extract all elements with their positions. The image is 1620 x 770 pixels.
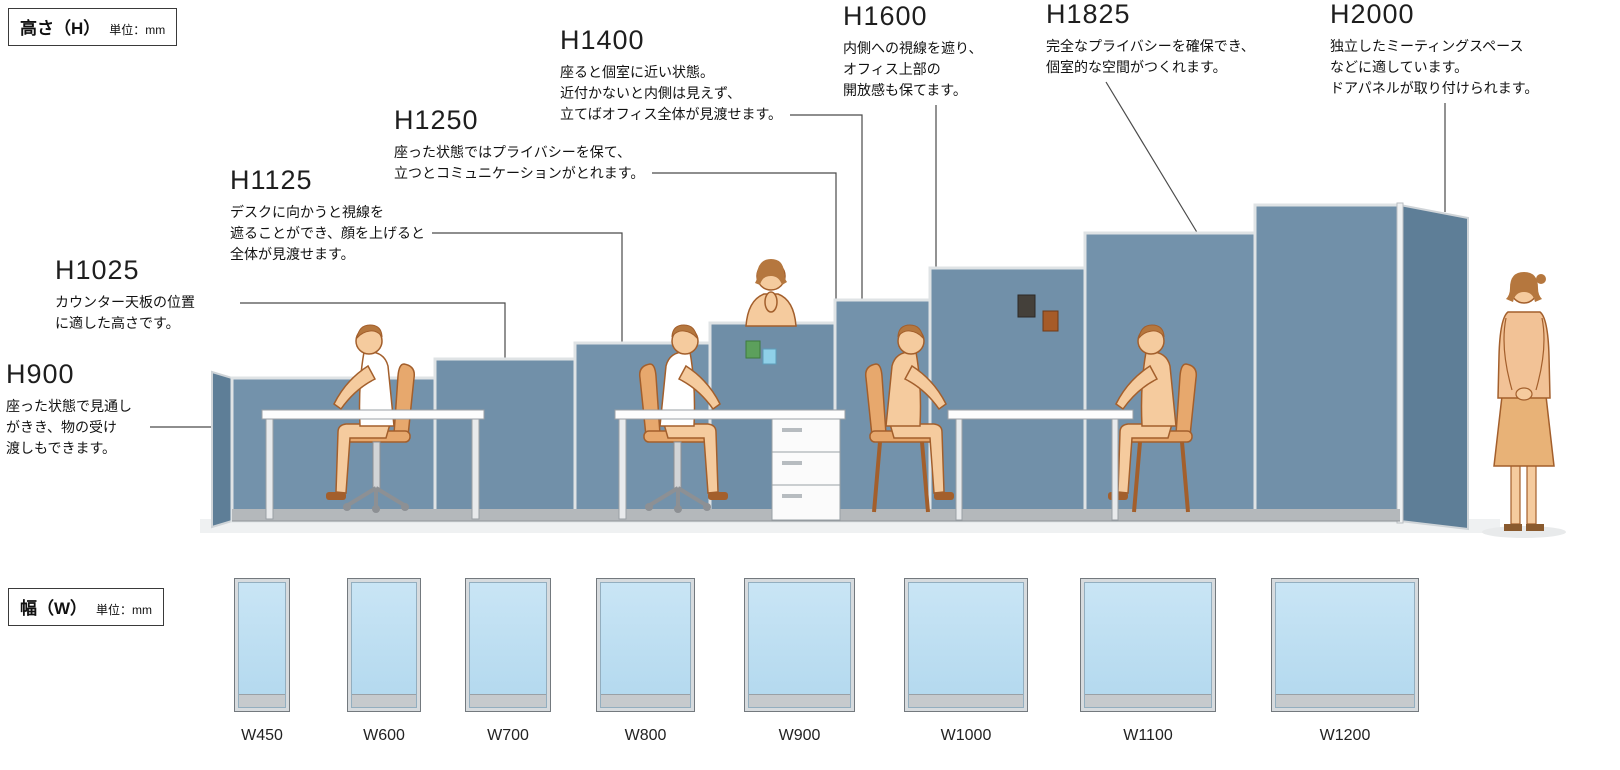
height-code: H1250 xyxy=(394,105,479,135)
panel-frame xyxy=(1080,578,1216,712)
height-description: 座った状態ではプライバシーを保て、 立つとコミュニケーションがとれます。 xyxy=(394,143,645,181)
panel-baseboard xyxy=(909,694,1023,707)
height-item-h900: H900 座った状態で見通し がきき、物の受け 渡しもできます。 xyxy=(6,359,132,459)
panel-baseboard xyxy=(239,694,285,707)
height-code: H1025 xyxy=(55,255,140,285)
panel-frame xyxy=(347,578,421,712)
height-description: 独立したミーティングスペース などに適しています。 ドアパネルが取り付けられます… xyxy=(1330,37,1539,96)
leader-h1250 xyxy=(652,172,837,324)
panel-fabric xyxy=(469,582,547,708)
panel-baseboard xyxy=(749,694,850,707)
panel-fabric xyxy=(1084,582,1212,708)
partition-wall xyxy=(211,202,1469,531)
width-panel-w1100: W1100 xyxy=(1080,578,1216,745)
height-item-h1400: H1400 座ると個室に近い状態。 近付かないと内側は見えず、 立てばオフィス全… xyxy=(560,25,783,125)
height-section-unit: 単位：mm xyxy=(109,23,166,37)
leader-h1125 xyxy=(432,232,623,344)
width-label: W900 xyxy=(778,727,821,744)
meeting-table xyxy=(947,409,1134,521)
width-label: W1100 xyxy=(1123,727,1173,744)
panel-frame xyxy=(904,578,1028,712)
height-item-h1250: H1250 座った状態ではプライバシーを保て、 立つとコミュニケーションがとれま… xyxy=(394,105,645,184)
width-section-title: 幅（W） xyxy=(20,599,88,618)
standing-person-behind-panel xyxy=(745,259,797,327)
panel-corner-post xyxy=(1396,202,1404,524)
partition-panel-h2000 xyxy=(1253,203,1402,523)
height-code: H2000 xyxy=(1330,0,1415,29)
standing-woman-right xyxy=(1482,272,1566,538)
height-description: カウンター天板の位置 に適した高さです。 xyxy=(55,293,195,331)
width-label: W800 xyxy=(624,727,667,744)
height-item-h2000: H2000 独立したミーティングスペース などに適しています。 ドアパネルが取り… xyxy=(1330,0,1538,99)
panel-frame xyxy=(465,578,551,712)
panel-fabric xyxy=(748,582,851,708)
width-panel-w700: W700 xyxy=(465,578,551,745)
height-section-label-box: 高さ（H） 単位：mm xyxy=(8,8,178,46)
panel-right-return xyxy=(1399,203,1469,531)
panel-baseboard xyxy=(601,694,690,707)
width-panel-w450: W450 xyxy=(234,578,290,745)
panel-fabric xyxy=(1275,582,1415,708)
height-description: 座ると個室に近い状態。 近付かないと内側は見えず、 立てばオフィス全体が見渡せま… xyxy=(560,63,783,122)
panel-fabric xyxy=(908,582,1024,708)
height-description: デスクに向かうと視線を 遮ることができ、顔を上げると 全体が見渡せます。 xyxy=(230,203,426,262)
leader-h1025 xyxy=(240,302,506,360)
width-section-unit: 単位：mm xyxy=(96,603,153,617)
width-panel-w800: W800 xyxy=(596,578,695,745)
height-code: H1825 xyxy=(1046,0,1131,29)
panel-frame xyxy=(744,578,855,712)
sticky-note-blue xyxy=(762,348,777,365)
leader-h1400 xyxy=(790,114,863,301)
partition-panel-h1600 xyxy=(928,266,1087,523)
height-description: 内側への視線を遮り、 オフィス上部の 開放感も保てます。 xyxy=(843,39,983,98)
panel-fabric xyxy=(600,582,691,708)
width-label: W1200 xyxy=(1319,727,1371,744)
height-code: H1400 xyxy=(560,25,645,55)
width-label: W700 xyxy=(487,727,529,744)
width-section-label-box: 幅（W） 単位：mm xyxy=(8,588,165,626)
panel-baseboard xyxy=(352,694,416,707)
leader-h1825 xyxy=(1105,81,1199,235)
pinned-photo-orange xyxy=(1042,310,1059,332)
panel-frame xyxy=(596,578,695,712)
height-item-h1600: H1600 内側への視線を遮り、 オフィス上部の 開放感も保てます。 xyxy=(843,1,983,101)
panel-frame xyxy=(1271,578,1419,712)
panel-frame xyxy=(234,578,290,712)
width-panel-w600: W600 xyxy=(347,578,421,745)
height-item-h1125: H1125 デスクに向かうと視線を 遮ることができ、顔を上げると 全体が見渡せま… xyxy=(230,165,426,265)
drawer-pedestal xyxy=(771,418,841,521)
width-label: W450 xyxy=(241,727,283,744)
desk-1 xyxy=(261,409,485,520)
width-panel-w900: W900 xyxy=(744,578,855,745)
height-code: H1600 xyxy=(843,1,928,31)
sticky-note-green xyxy=(745,340,761,359)
pinned-notes xyxy=(745,294,1059,365)
height-item-h1825: H1825 完全なプライバシーを確保でき、 個室的な空間がつくれます。 xyxy=(1046,0,1255,78)
width-label: W1000 xyxy=(940,727,992,744)
desk-2 xyxy=(614,409,846,521)
panel-baseboard xyxy=(470,694,546,707)
height-section-title: 高さ（H） xyxy=(20,19,101,38)
height-item-h1025: H1025 カウンター天板の位置 に適した高さです。 xyxy=(55,255,195,334)
height-description: 完全なプライバシーを確保でき、 個室的な空間がつくれます。 xyxy=(1046,37,1255,75)
leader-lines xyxy=(150,81,1446,428)
panel-baseboard xyxy=(1085,694,1211,707)
panel-fabric xyxy=(238,582,286,708)
height-description: 座った状態で見通し がきき、物の受け 渡しもできます。 xyxy=(6,397,132,456)
width-panel-w1000: W1000 xyxy=(904,578,1028,745)
panel-left-return xyxy=(211,370,233,529)
height-code: H1125 xyxy=(230,165,313,195)
width-panel-w1200: W1200 xyxy=(1271,578,1419,745)
panel-fabric xyxy=(351,582,417,708)
partition-panel-h1025 xyxy=(433,357,577,523)
panel-baseboard xyxy=(1276,694,1414,707)
width-label: W600 xyxy=(363,727,405,744)
pinned-photo-dark xyxy=(1017,294,1036,318)
height-code: H900 xyxy=(6,359,75,389)
